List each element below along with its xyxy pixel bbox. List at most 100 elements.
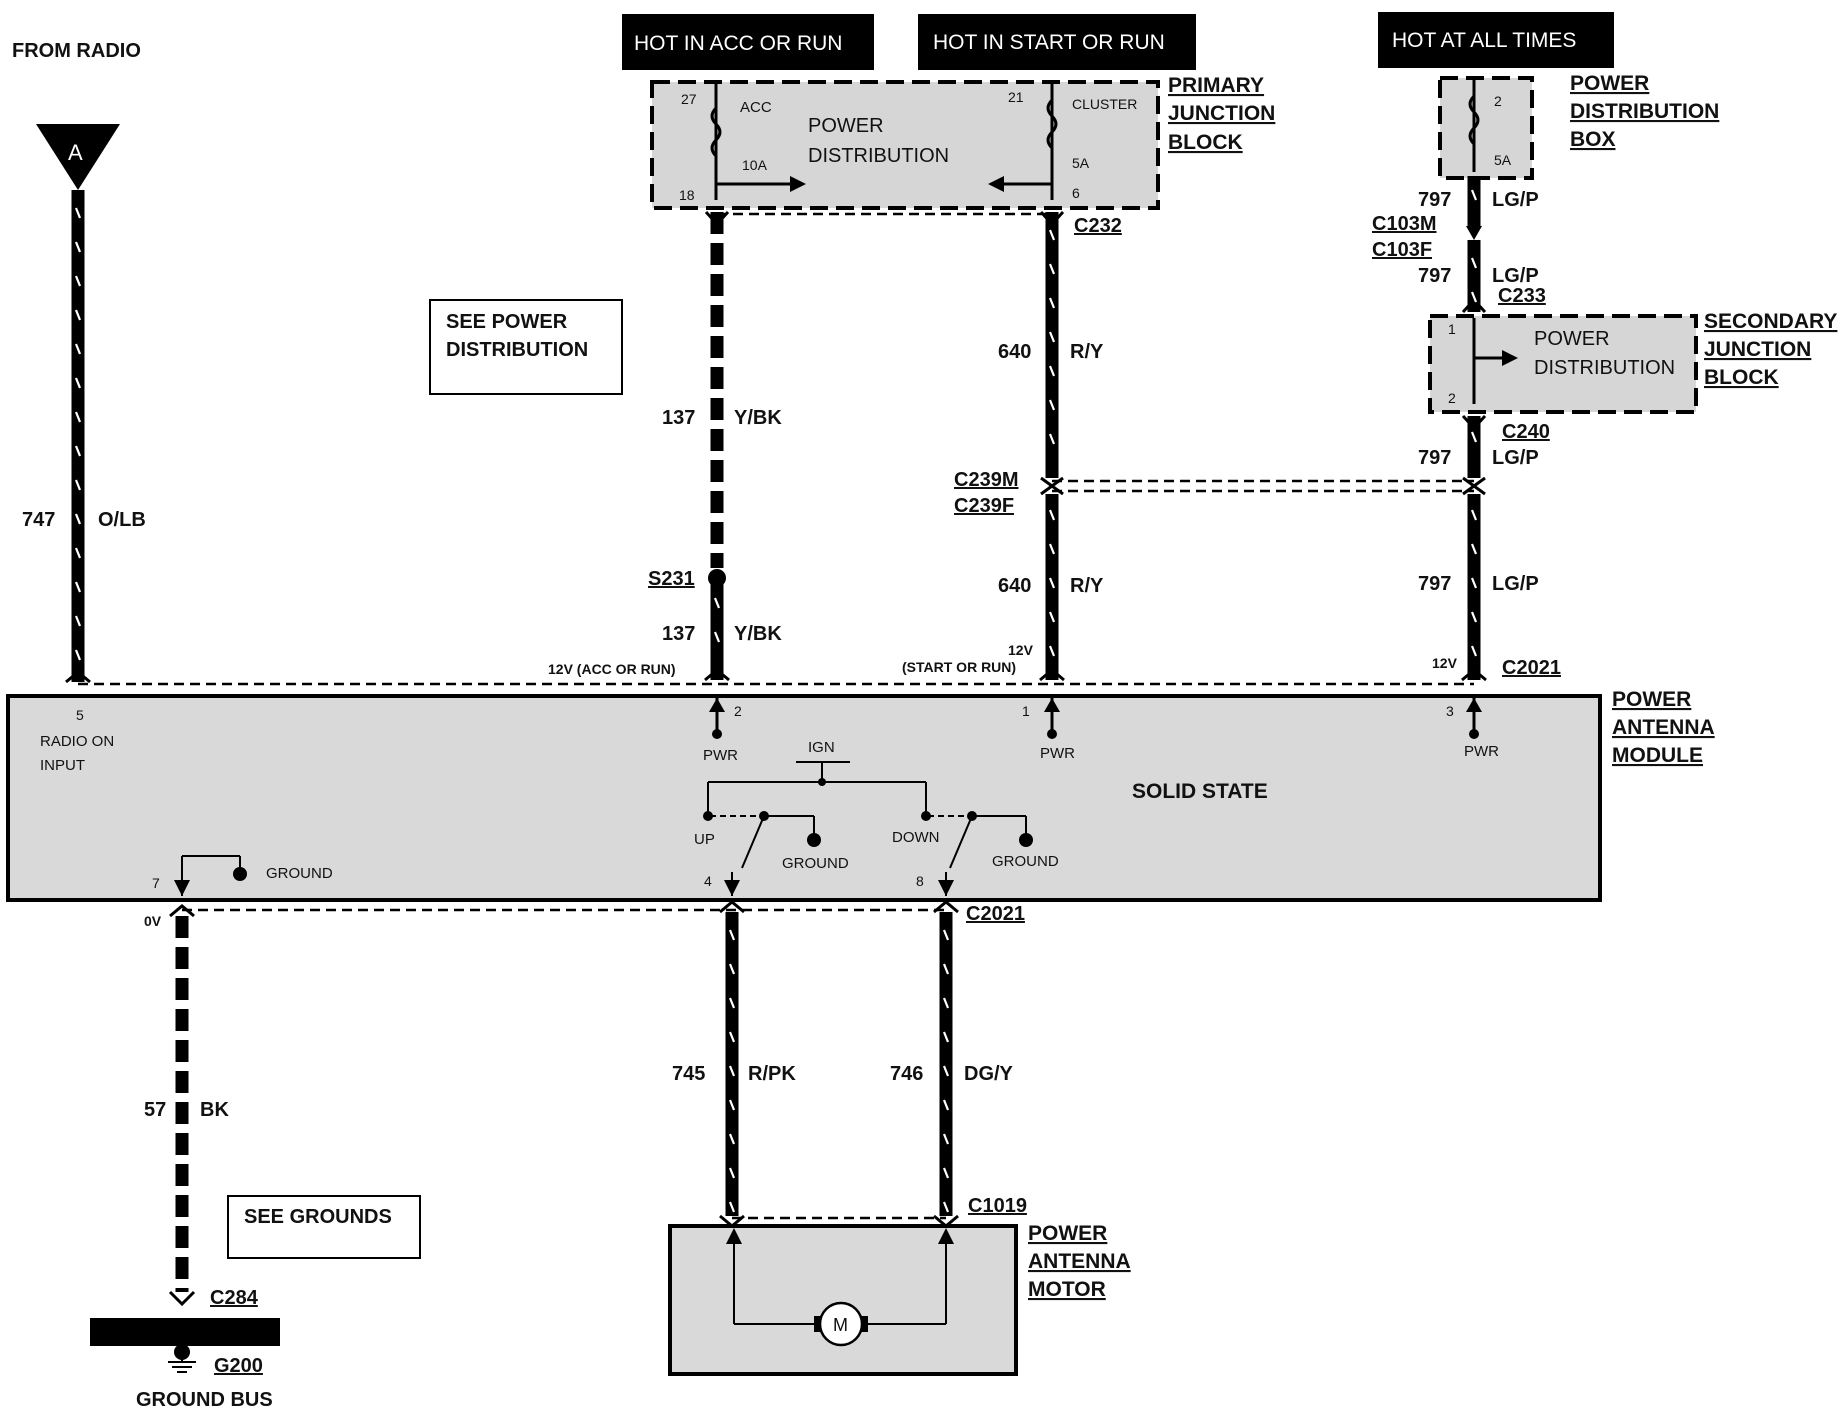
ground-dot-icon [1019, 833, 1033, 847]
hot-start-run-label: HOT IN START OR RUN [933, 31, 1165, 54]
arrow-left-icon [988, 176, 1004, 192]
wire-137a-circuit: 137 [662, 407, 695, 429]
wire-tick [728, 1099, 736, 1111]
wire-tick [942, 963, 950, 975]
arrow-down-icon [938, 880, 954, 896]
motor-symbol: M [833, 1315, 848, 1335]
wire-tick [74, 411, 82, 423]
wire-tick [728, 997, 736, 1009]
pdb-fuse-in-pin: 2 [1494, 93, 1502, 109]
wire-tick [74, 513, 82, 525]
c284-label: C284 [210, 1287, 259, 1309]
voltage-all-times: 12V [1432, 655, 1458, 671]
radio-on-line1: RADIO ON [40, 733, 114, 750]
ground-bus-label: GROUND BUS [136, 1389, 273, 1408]
pjb-name-line1: PRIMARY [1168, 74, 1264, 97]
wire-tick [74, 649, 82, 661]
c2021-bottom-label: C2021 [966, 903, 1025, 925]
wire-tick [942, 1065, 950, 1077]
wire-tick [1048, 365, 1056, 377]
from-radio-label: FROM RADIO [12, 40, 141, 62]
wire-640b-color: R/Y [1070, 575, 1104, 597]
ground-label-1: GROUND [782, 855, 849, 872]
wire-797c-circuit: 797 [1418, 447, 1451, 469]
arrow-up-icon [726, 1228, 742, 1244]
hot-all-times-badge [1378, 12, 1614, 68]
wire-137b-circuit: 137 [662, 623, 695, 645]
wire-57-circuit: 57 [144, 1099, 166, 1121]
wire-57-color: BK [200, 1099, 229, 1121]
pwr-arrow-icon [709, 698, 725, 712]
wire-tick [713, 597, 721, 609]
wire-tick [1470, 189, 1478, 201]
see-grounds-label: SEE GROUNDS [244, 1206, 392, 1228]
wire-tick [942, 929, 950, 941]
wire-tick [1470, 577, 1478, 589]
sjb-pin-top: 1 [1448, 321, 1456, 337]
wire-tick [74, 207, 82, 219]
see-power-distribution-note [429, 299, 623, 395]
wire-tick [74, 275, 82, 287]
wire-746-color: DG/Y [964, 1063, 1014, 1085]
module-name-line3: MODULE [1612, 744, 1703, 767]
sjb-name-line1: SECONDARY [1704, 310, 1837, 333]
wire-tick [1470, 291, 1478, 303]
c239m-label: C239M [954, 469, 1018, 491]
pjb-name-line2: JUNCTION [1168, 102, 1275, 125]
module-name-line1: POWER [1612, 688, 1691, 711]
ground-dot-icon [807, 833, 821, 847]
wire-tick [74, 479, 82, 491]
wire-tick [1470, 543, 1478, 555]
pwr-arrow-icon [1044, 698, 1060, 712]
wire-747-color: O/LB [98, 509, 146, 531]
motor-name-line2: ANTENNA [1028, 1250, 1131, 1273]
wire-tick [1048, 297, 1056, 309]
wire-tick [74, 309, 82, 321]
motor-icon [818, 1301, 864, 1347]
wire-tick [1048, 263, 1056, 275]
up-label: UP [694, 831, 715, 848]
splice-s231 [708, 569, 726, 587]
wire-tick [942, 1099, 950, 1111]
down-label: DOWN [892, 829, 940, 846]
arrow-up-icon [938, 1228, 954, 1244]
wire-tick [74, 547, 82, 559]
fuse-cluster-label: CLUSTER [1072, 96, 1137, 112]
module-name-line2: ANTENNA [1612, 716, 1715, 739]
c240-label: C240 [1502, 421, 1550, 443]
wire-tick [942, 1167, 950, 1179]
wire-tick [1470, 509, 1478, 521]
ground-bus-bar [90, 1318, 280, 1346]
c103f-label: C103F [1372, 239, 1432, 261]
pin-5: 5 [76, 707, 84, 723]
wire-640a-circuit: 640 [998, 341, 1031, 363]
wire-797b-color: LG/P [1492, 265, 1539, 287]
pwr-label-3: PWR [1464, 743, 1499, 760]
fuse-acc-label: ACC [740, 99, 772, 116]
wire-745-circuit: 745 [672, 1063, 705, 1085]
pdb-name-line1: POWER [1570, 72, 1649, 95]
arrow-down-icon [724, 880, 740, 896]
wire-640a-color: R/Y [1070, 341, 1104, 363]
voltage-start-run-line2: (START OR RUN) [902, 659, 1016, 675]
pin-4: 4 [704, 873, 712, 889]
voltage-ground: 0V [144, 913, 162, 929]
wire-640b-circuit: 640 [998, 575, 1031, 597]
pjb-inner-line2: DISTRIBUTION [808, 145, 949, 167]
sjb-name-line3: BLOCK [1704, 366, 1779, 389]
pwr-label-1: PWR [703, 747, 738, 764]
sjb-inner-line2: DISTRIBUTION [1534, 357, 1675, 379]
wire-tick [1048, 645, 1056, 657]
c103m-label: C103M [1372, 213, 1436, 235]
hot-acc-run-label: HOT IN ACC OR RUN [634, 32, 842, 55]
pin-2: 2 [734, 703, 742, 719]
wire-tick [74, 377, 82, 389]
hot-acc-run-badge [622, 14, 874, 70]
power-distribution-box [1438, 76, 1534, 180]
fuse-cluster-rating: 5A [1072, 155, 1090, 171]
pdb-name-line2: DISTRIBUTION [1570, 100, 1719, 123]
wire-797d-circuit: 797 [1418, 573, 1451, 595]
pdb-fuse-rating: 5A [1494, 152, 1512, 168]
arrow-right-icon [1502, 350, 1518, 366]
wire-137a-color: Y/BK [734, 407, 782, 429]
